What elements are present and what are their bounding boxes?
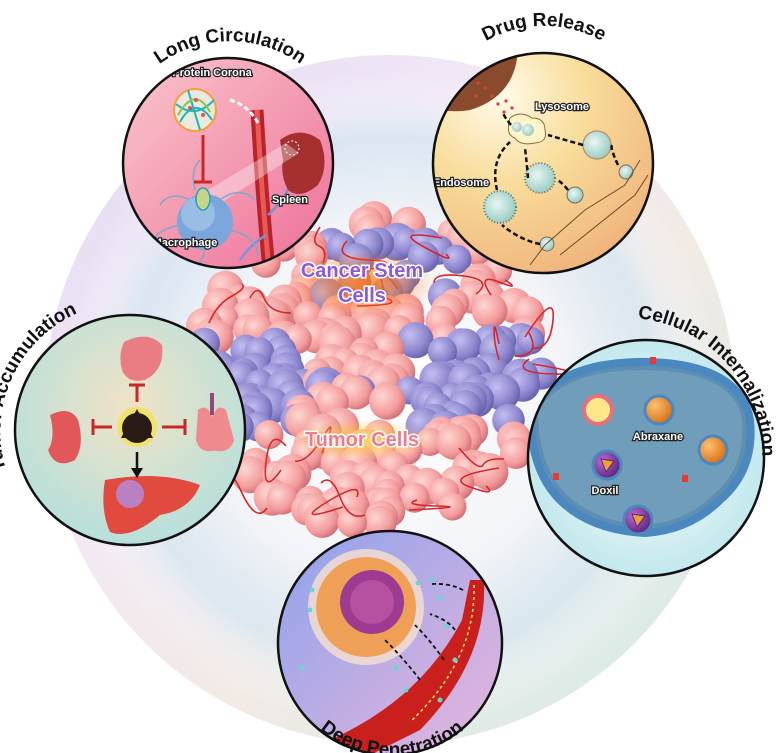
inhibit-icon bbox=[194, 135, 212, 184]
cancer-stem-cell bbox=[442, 244, 472, 274]
tumor-cell bbox=[337, 507, 368, 538]
lipoprotein-icon bbox=[582, 394, 614, 426]
blood-vessel bbox=[208, 283, 245, 324]
blood-vessel bbox=[433, 274, 484, 295]
blood-vessel bbox=[514, 330, 534, 357]
cancer-stem-cell bbox=[427, 336, 457, 366]
blood-vessel bbox=[524, 307, 555, 350]
drug-molecules bbox=[474, 81, 514, 114]
tumor-cell bbox=[305, 503, 340, 538]
stage-long-circulation: Protein Corona Spleen Macrophage Long Ci… bbox=[121, 25, 335, 270]
stage-cellular-internalization: Abraxane Doxil Cellular Internalization bbox=[526, 302, 776, 578]
receptor-icons bbox=[553, 357, 688, 482]
drug-release-title: Drug Release bbox=[479, 10, 610, 46]
arrow-down-icon bbox=[131, 452, 143, 478]
stage-deep-penetration: Deep Penetration bbox=[276, 529, 504, 753]
dashed-arrows bbox=[384, 582, 464, 681]
tumor-cell bbox=[500, 437, 532, 469]
protein-corona-label: Protein Corona bbox=[172, 67, 252, 79]
blood-vessel bbox=[410, 234, 450, 259]
protein-corona-particle-icon bbox=[173, 88, 217, 132]
spleen-label: Spleen bbox=[272, 194, 308, 206]
blood-vessel bbox=[459, 467, 500, 493]
tumor-cell bbox=[470, 453, 509, 491]
blood-vessel bbox=[408, 499, 451, 511]
blood-vessel bbox=[311, 488, 359, 516]
blood-vessel bbox=[484, 278, 513, 296]
spleen-icon bbox=[120, 336, 163, 381]
lungs-icon bbox=[196, 393, 234, 452]
tumor-cell bbox=[369, 383, 406, 420]
tumor-cell bbox=[254, 420, 284, 450]
blood-vessel bbox=[249, 289, 292, 314]
blood-vessel bbox=[320, 479, 366, 517]
cancer-stem-cells-label-line1: Cancer Stem bbox=[301, 260, 423, 282]
abraxane-particle bbox=[697, 434, 729, 466]
abraxane-label: Abraxane bbox=[633, 431, 683, 443]
dashed-arrow-icon bbox=[229, 98, 260, 124]
tumor-cell bbox=[471, 293, 508, 329]
doxil-label: Doxil bbox=[592, 485, 619, 497]
cancer-stem-cells-label-line2: Cells bbox=[338, 285, 386, 307]
blood-vessel-icon bbox=[330, 580, 485, 753]
kidney-icon bbox=[48, 411, 81, 464]
endosome-vesicles bbox=[483, 130, 634, 252]
cancer-stem-cell bbox=[397, 322, 434, 359]
tumor-cell bbox=[436, 424, 472, 460]
blood-vessel bbox=[458, 447, 505, 468]
cancer-stem-cell bbox=[516, 326, 545, 355]
inhibit-icons bbox=[91, 383, 187, 435]
lysosome-label: Lysosome bbox=[535, 101, 589, 113]
blood-vessel bbox=[493, 326, 500, 361]
blood-vessel bbox=[522, 358, 573, 375]
tumor-spheroid-icon bbox=[308, 549, 424, 665]
tumor-cell bbox=[266, 483, 299, 515]
tumor-cell bbox=[438, 492, 467, 521]
spleen-icon bbox=[280, 132, 325, 194]
tumor-cells-label: Tumor Cells bbox=[305, 429, 419, 451]
endosome-label: Endosome bbox=[433, 177, 489, 189]
dashed-arrows bbox=[493, 112, 620, 246]
blood-vessel bbox=[264, 438, 287, 483]
center-labels: Cancer Stem Cells Tumor Cells bbox=[288, 250, 436, 460]
tumor-mass bbox=[185, 201, 573, 539]
abraxane-particle bbox=[643, 394, 675, 426]
macrophage-label: Macrophage bbox=[153, 237, 218, 249]
nanoparticle-icon bbox=[117, 407, 157, 447]
